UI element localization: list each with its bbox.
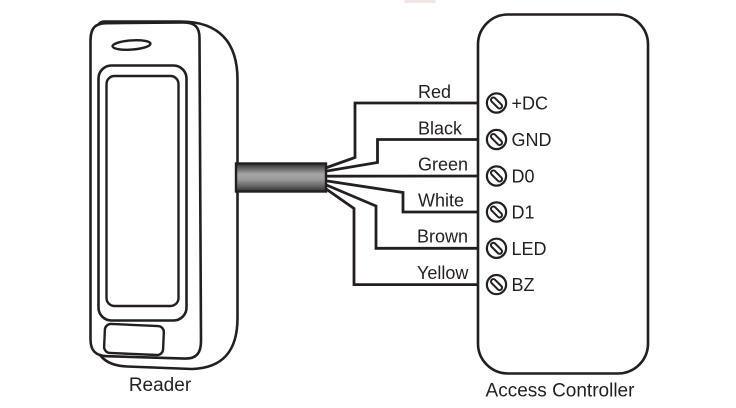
screw-slot-icon: [489, 241, 504, 255]
controller-box: [476, 13, 650, 375]
terminal-gnd: [485, 128, 508, 151]
wire-label-green: Green: [418, 155, 468, 175]
screw-slot-icon: [489, 96, 504, 110]
terminal-label-bz: BZ: [512, 275, 535, 295]
wire-yellow: [323, 186, 487, 286]
screw-slot-icon: [489, 205, 504, 219]
wire-label-white: White: [418, 191, 464, 211]
terminal-d0: [485, 165, 508, 187]
top-edge-artifact: [404, 0, 436, 3]
terminal-dc: [485, 92, 508, 114]
terminal-bz: [485, 273, 508, 296]
screw-slot-icon: [489, 169, 504, 183]
controller-caption: Access Controller: [486, 381, 636, 402]
cable: [234, 162, 328, 193]
terminal-d1: [485, 201, 508, 223]
terminal-led: [485, 237, 508, 259]
wire-white: [323, 179, 487, 214]
wire-label-black: Black: [418, 119, 463, 139]
wire-label-brown: Brown: [417, 227, 468, 247]
terminal-label-gnd: GND: [512, 130, 552, 150]
wire-black: [323, 138, 487, 173]
screw-slot-icon: [489, 278, 504, 292]
wire-bundle: [323, 101, 488, 286]
wire-label-red: Red: [418, 82, 451, 102]
reader-panel-window: [105, 74, 180, 308]
terminal-label-led: LED: [512, 239, 547, 259]
wire-red: [323, 101, 487, 170]
reader-led-slot: [111, 39, 152, 51]
reader-caption: Reader: [129, 375, 192, 396]
terminal-label-d0: D0: [512, 167, 535, 187]
wire-brown: [323, 182, 487, 250]
screw-slot-icon: [489, 132, 504, 147]
reader-device: [89, 20, 239, 371]
access-controller: [476, 13, 650, 375]
terminal-label-dc: +DC: [512, 94, 549, 114]
wire-label-yellow: Yellow: [417, 263, 469, 283]
terminal-label-d1: D1: [512, 203, 535, 223]
reader-card-slot: [102, 322, 166, 357]
